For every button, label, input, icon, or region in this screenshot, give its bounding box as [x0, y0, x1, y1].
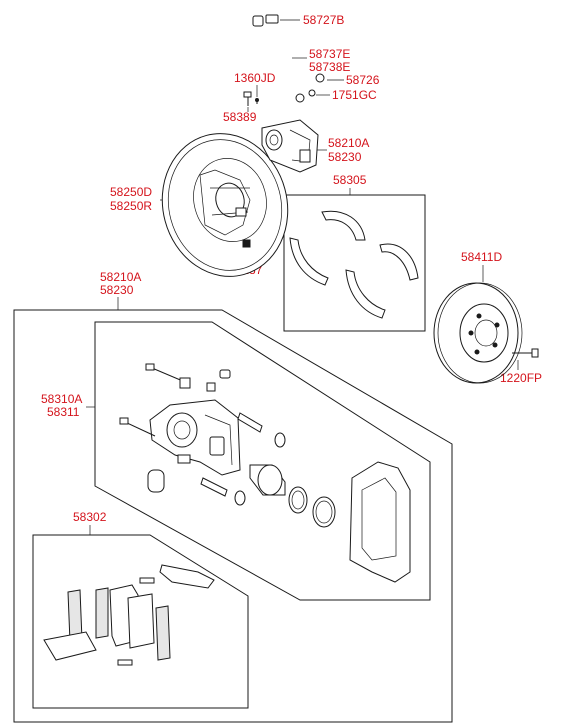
label-1360JD[interactable]: 1360JD	[234, 71, 276, 85]
caliper-inner-box	[94, 321, 431, 601]
label-58210A-box[interactable]: 58210A	[100, 270, 141, 284]
label-58726[interactable]: 58726	[346, 73, 380, 87]
label-58737E[interactable]: 58737E	[309, 47, 350, 61]
piston-seal-set	[147, 464, 336, 528]
bracket-clip-icon	[315, 73, 325, 83]
label-58210A-top[interactable]: 58210A	[328, 136, 369, 150]
label-58311[interactable]: 58311	[47, 405, 80, 419]
pad-shim-2	[95, 587, 109, 639]
shoe-2	[289, 237, 329, 286]
pad-2	[127, 593, 155, 649]
label-58230-box[interactable]: 58230	[100, 283, 134, 297]
bolt-58389-icon	[243, 91, 252, 106]
guide-pin-upper	[237, 412, 286, 448]
pad-shim-3	[155, 605, 171, 661]
parking-shoes	[289, 210, 419, 319]
label-58250D[interactable]: 58250D	[110, 185, 152, 199]
brake-hose	[252, 14, 325, 103]
bleeder-bolt-icon	[308, 89, 316, 97]
anti-rattle-clip	[43, 631, 97, 661]
shoe-1	[321, 210, 366, 241]
bolt-1360JD-icon	[255, 98, 259, 104]
guide-pin-bolt-1	[145, 363, 191, 389]
label-58310A[interactable]: 58310A	[41, 392, 82, 406]
plug-58187-icon	[242, 239, 251, 248]
pad-spring	[159, 564, 215, 589]
guide-pin-bolt-2	[119, 417, 156, 437]
rotor-screw-1220FP-icon	[512, 348, 539, 358]
label-58305[interactable]: 58305	[333, 173, 367, 187]
shoe-4	[345, 269, 386, 319]
label-58302[interactable]: 58302	[73, 510, 107, 524]
label-58230-top[interactable]: 58230	[328, 150, 362, 164]
brake-pads	[43, 564, 215, 666]
label-58727B[interactable]: 58727B	[303, 13, 344, 27]
hose-fitting-icon	[252, 15, 264, 27]
caliper-assembly-box	[13, 309, 453, 723]
bleeder-screw	[206, 369, 231, 392]
label-58250R[interactable]: 58250R	[110, 199, 152, 213]
backing-plate	[161, 133, 289, 277]
label-58411D[interactable]: 58411D	[461, 250, 502, 264]
caliper-top	[261, 119, 319, 173]
guide-pin-lower	[200, 477, 246, 506]
shoe-3	[379, 243, 419, 281]
label-58389[interactable]: 58389	[223, 110, 257, 124]
caliper-main	[149, 399, 241, 476]
label-1751GC[interactable]: 1751GC	[332, 88, 377, 102]
shoe-kit-box	[283, 194, 426, 332]
caliper-carrier	[349, 461, 411, 583]
label-1220FP[interactable]: 1220FP	[500, 371, 542, 385]
wear-indicator	[139, 577, 155, 584]
label-58738E[interactable]: 58738E	[309, 60, 350, 74]
brake-rotor	[433, 282, 523, 384]
pad-kit-box	[32, 534, 249, 709]
